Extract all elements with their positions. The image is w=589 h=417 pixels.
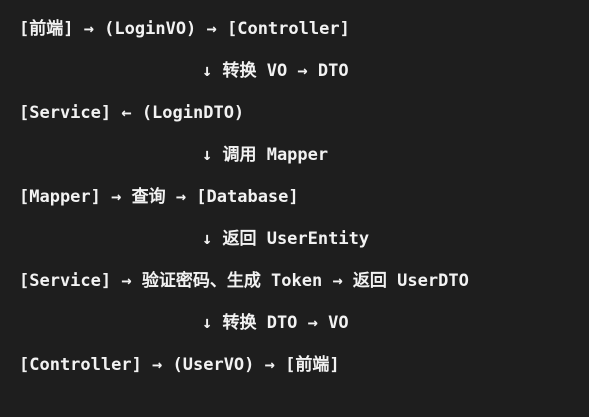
flow-step-controller-to-frontend: [Controller] → (UserVO) → [前端]	[19, 355, 340, 375]
flow-step-service-receives-dto: [Service] ← (LoginDTO)	[19, 103, 245, 123]
flow-step-call-mapper: ↓ 调用 Mapper	[202, 145, 329, 165]
flow-step-return-user-entity: ↓ 返回 UserEntity	[202, 229, 370, 249]
flow-step-convert-dto-to-vo: ↓ 转换 DTO → VO	[202, 313, 349, 333]
flow-step-service-verify-generate-token: [Service] → 验证密码、生成 Token → 返回 UserDTO	[19, 271, 469, 291]
flow-step-convert-vo-to-dto: ↓ 转换 VO → DTO	[202, 61, 349, 81]
flow-step-frontend-to-controller: [前端] → (LoginVO) → [Controller]	[19, 19, 350, 39]
flow-step-mapper-query-database: [Mapper] → 查询 → [Database]	[19, 187, 299, 207]
